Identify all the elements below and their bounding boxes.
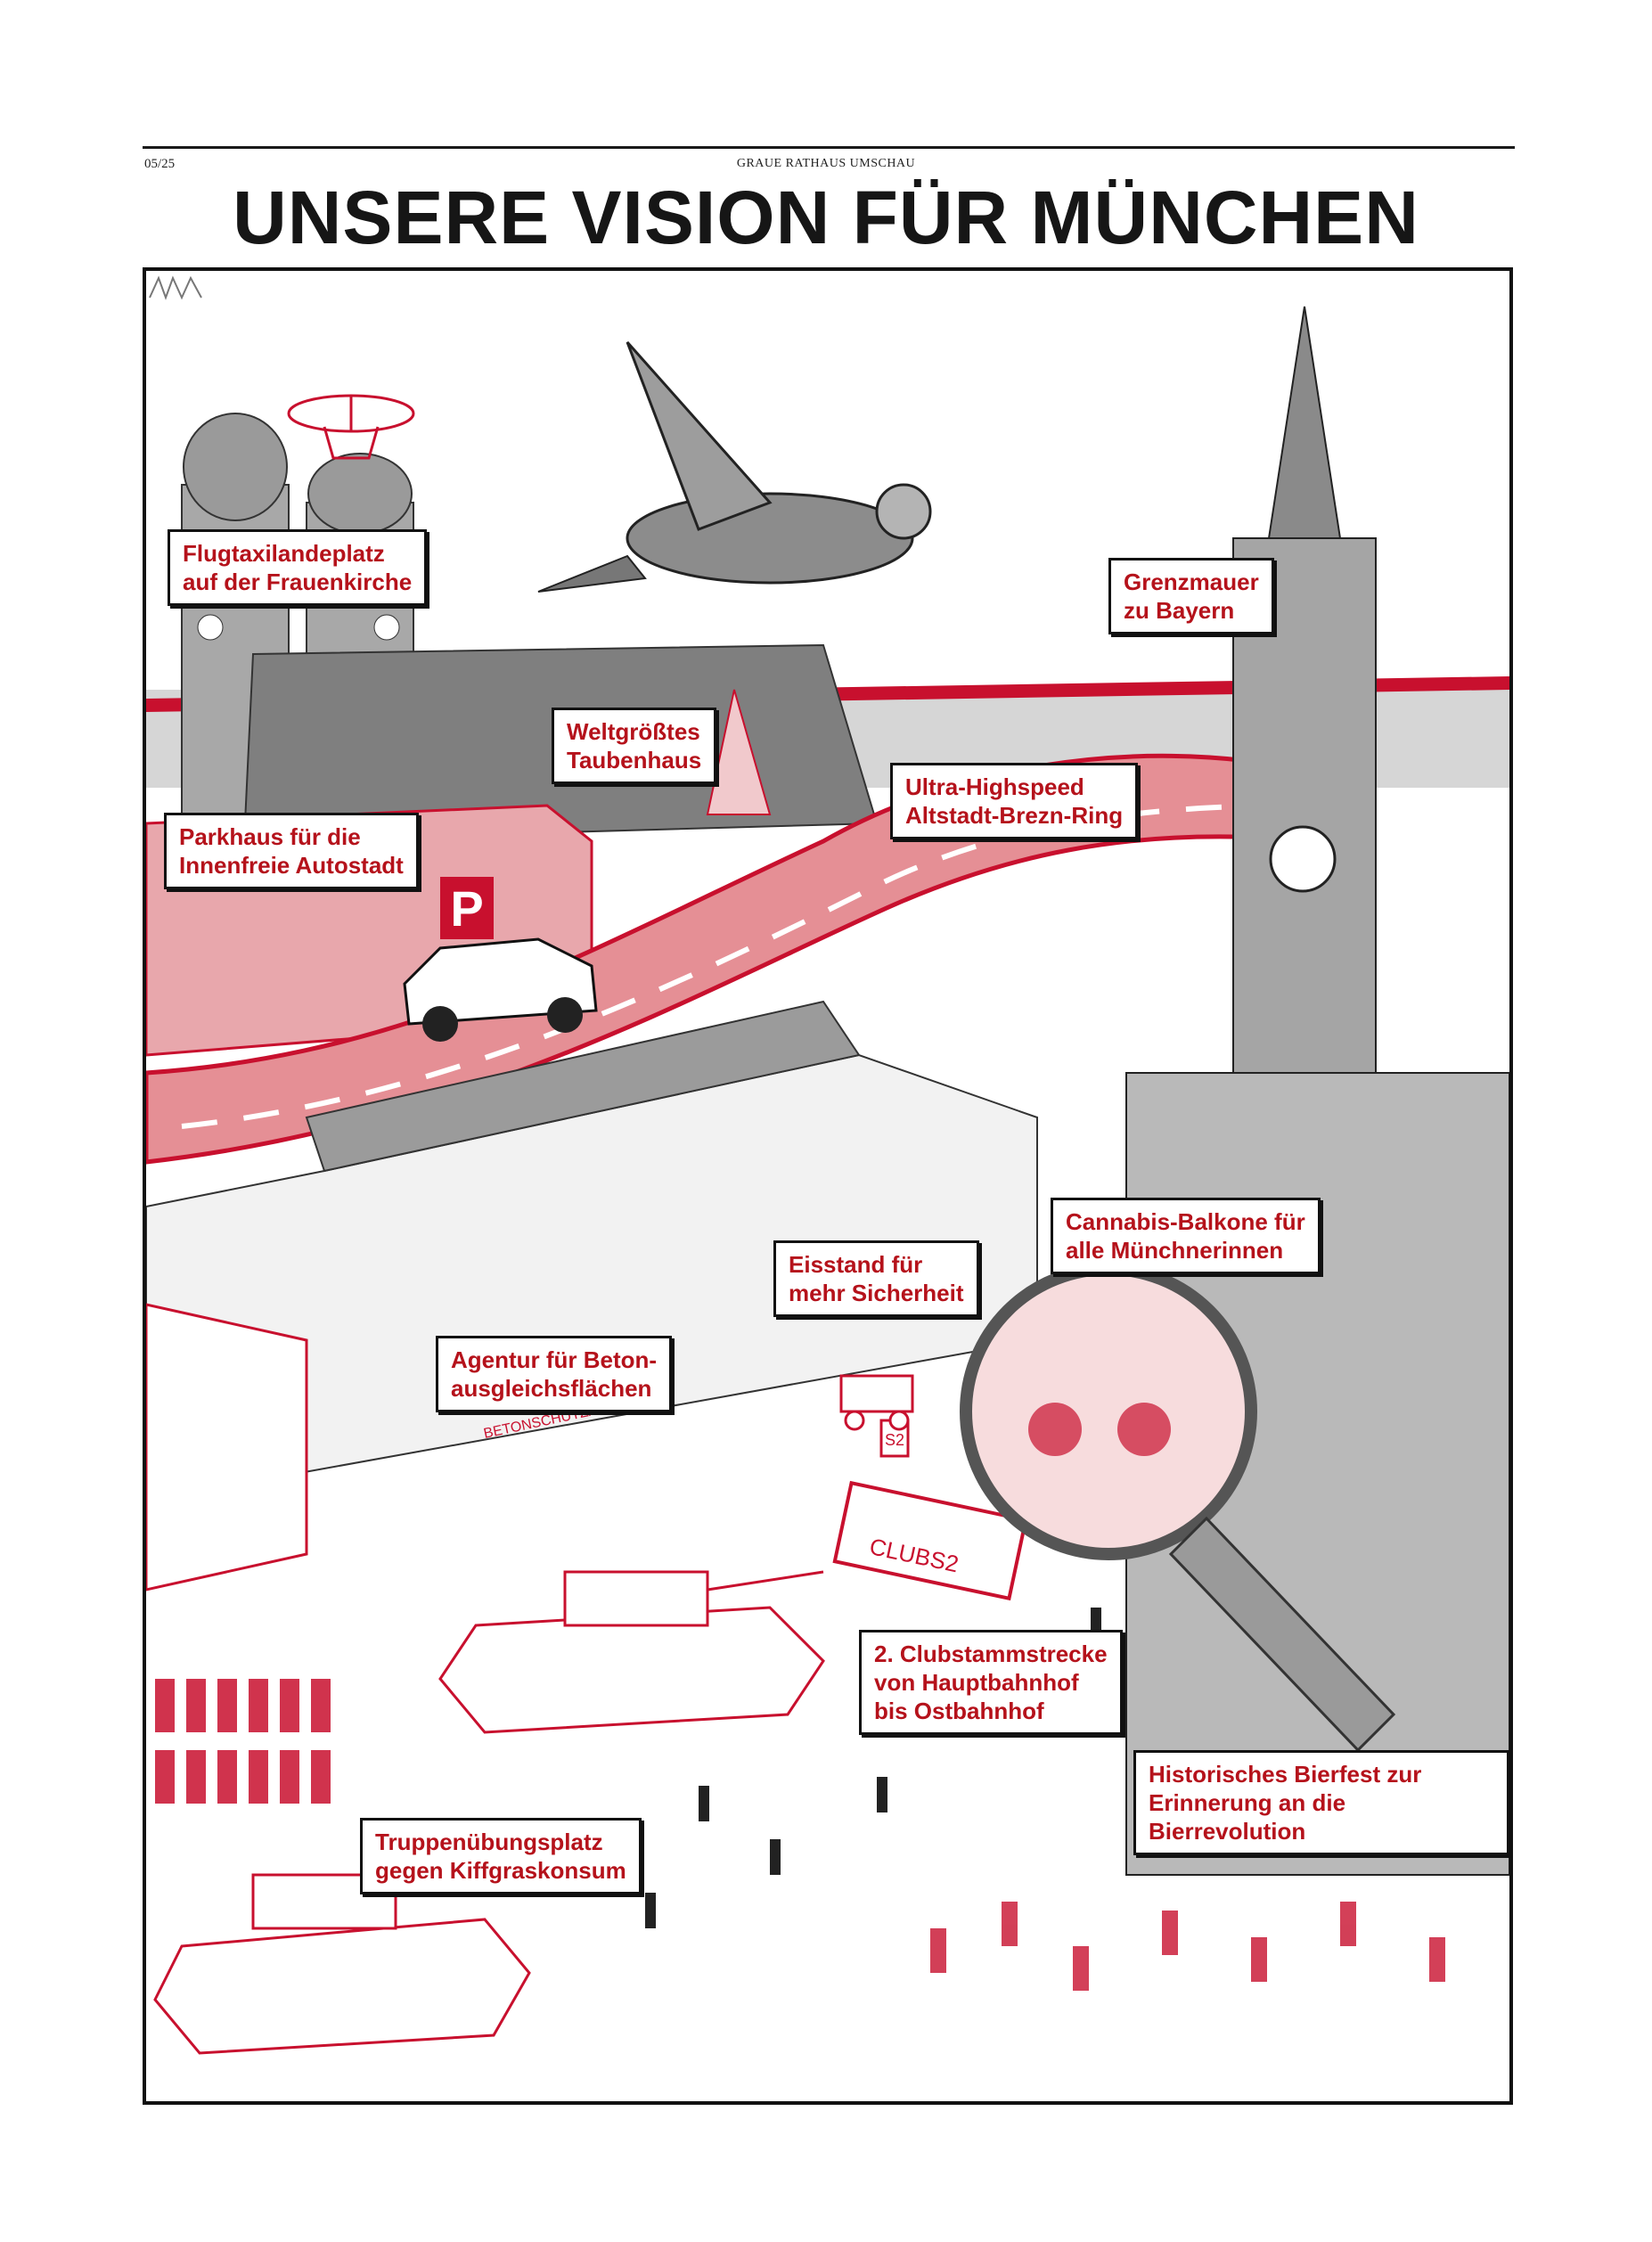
label-brezn-ring: Ultra-Highspeed Altstadt-Brezn-Ring: [890, 763, 1139, 839]
label-parkhaus: Parkhaus für die Innenfreie Autostadt: [164, 813, 419, 889]
label-flugtaxi: Flugtaxilandeplatz auf der Frauenkirche: [168, 529, 428, 606]
tank-upper: [438, 1570, 825, 1734]
label-eisstand: Eisstand für mehr Sicherheit: [773, 1240, 979, 1317]
pigeon-bird: [537, 341, 932, 593]
header-rule: [143, 146, 1515, 149]
label-grenzmauer: Grenzmauer zu Bayern: [1108, 558, 1274, 634]
parking-sign: P: [450, 880, 483, 937]
label-cannabis: Cannabis-Balkone für alle Münchnerinnen: [1051, 1198, 1321, 1274]
label-truppenuebungsplatz: Truppenübungsplatz gegen Kiffgraskonsum: [360, 1818, 642, 1894]
label-bierfest: Historisches Bierfest zur Erinnerung an …: [1133, 1750, 1509, 1855]
issue-number: 05/25: [144, 157, 176, 171]
s2-sign: S2: [885, 1431, 904, 1449]
clubs2-pit: [832, 1419, 1028, 1601]
illustration-frame: P BETONSCHUTZAGENTUR: [143, 267, 1513, 2105]
artist-signature: [149, 275, 202, 300]
label-taubenhaus: Weltgrößtes Taubenhaus: [552, 708, 717, 784]
label-beton: Agentur für Beton- ausgleichsflächen: [436, 1336, 673, 1412]
pigeon-house-tower: [706, 689, 772, 815]
townhouses: [146, 1000, 1038, 1502]
page-title: UNSERE VISION FÜR MÜNCHEN: [233, 176, 1419, 259]
soldier-crowd: [155, 1679, 331, 1804]
beer-festival-crowd: [930, 1902, 1445, 1991]
beton-agency-building: [146, 1303, 308, 1591]
publication-name: GRAUE RATHAUS UMSCHAU: [736, 157, 916, 170]
label-clubstammstrecke: 2. Clubstammstrecke von Hauptbahnhof bis…: [859, 1630, 1123, 1735]
tank-lower: [153, 1855, 531, 2055]
magnifying-glass-icon: [960, 1263, 1396, 1753]
suv-car: [403, 937, 598, 1042]
ice-cream-cart: [839, 1374, 914, 1431]
air-taxi-drone: [287, 394, 415, 460]
